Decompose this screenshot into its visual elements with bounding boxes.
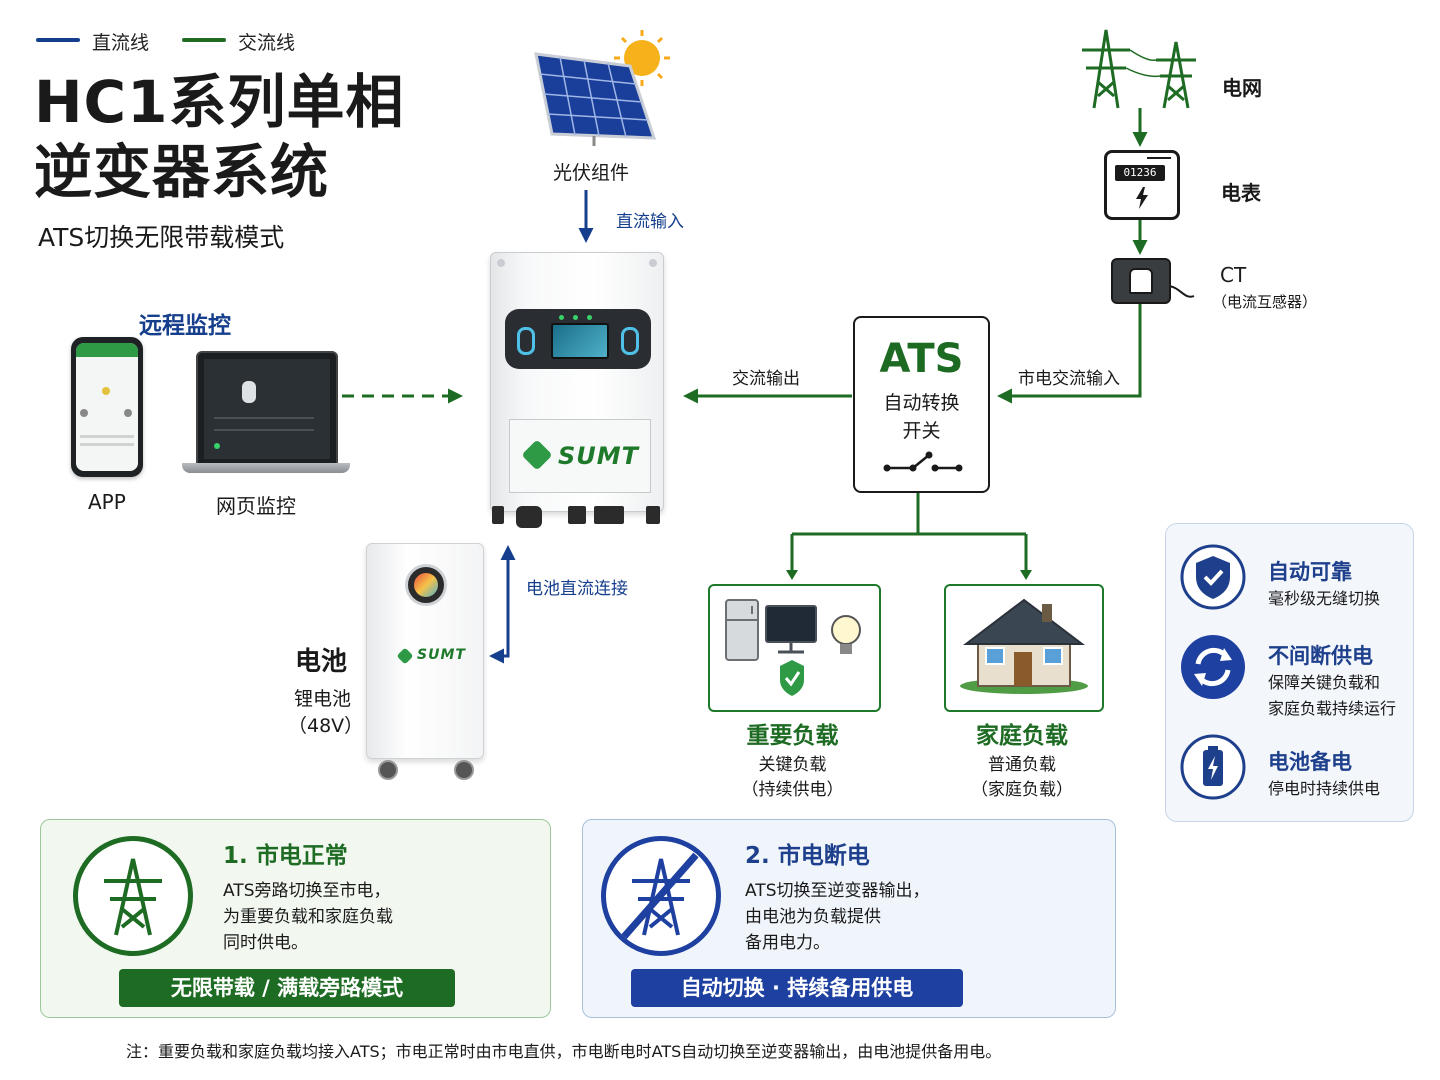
dc-legend-line xyxy=(36,38,80,42)
solar-panel-icon xyxy=(530,26,676,148)
critical-load-box xyxy=(708,584,881,712)
battery-bolt-icon xyxy=(1180,734,1246,800)
ats-title: ATS xyxy=(855,336,988,382)
appliances-icon xyxy=(710,586,879,710)
household-load-title: 家庭负载 xyxy=(944,716,1100,750)
inverter-screen xyxy=(551,323,609,359)
house-icon xyxy=(946,586,1102,710)
battery-brand: SUMT xyxy=(417,647,466,663)
battery-heading: 电池 xyxy=(295,641,347,678)
battery-link-label: 电池直流连接 xyxy=(526,574,628,599)
feature-desc-1a: 毫秒级无缝切换 xyxy=(1268,586,1380,612)
ats-line1: 自动转换 xyxy=(855,388,988,415)
mode-outage-banner: 自动切换 · 持续备用供电 xyxy=(631,969,963,1007)
ats-switch-box: ATS 自动转换 开关 xyxy=(853,316,990,493)
electric-meter-icon: 01236 xyxy=(1104,150,1180,220)
app-label: APP xyxy=(88,490,126,514)
dc-input-label: 直流输入 xyxy=(616,207,684,232)
household-load-box xyxy=(944,584,1104,712)
ct-sensor-icon xyxy=(1111,258,1171,304)
monitoring-heading: 远程监控 xyxy=(139,306,231,340)
battery-dc-line xyxy=(492,548,508,656)
mode-outage-line1: ATS切换至逆变器输出， xyxy=(745,878,930,904)
phone-icon xyxy=(71,337,143,477)
critical-load-title: 重要负载 xyxy=(708,716,877,750)
ac-legend-label: 交流线 xyxy=(238,28,295,55)
battery-display xyxy=(405,564,447,606)
ats-to-loads-line xyxy=(792,490,1026,576)
battery-voltage: （48V） xyxy=(288,711,363,738)
critical-load-line1: 关键负载 xyxy=(708,750,877,775)
features-panel: 自动可靠 毫秒级无缝切换 不间断供电 保障关键负载和 家庭负载持续运行 电池备电… xyxy=(1165,523,1414,822)
shield-check-icon xyxy=(1180,544,1246,610)
mode-normal-line2: 为重要负载和家庭负载 xyxy=(223,904,393,930)
feature-desc-2a: 保障关键负载和 xyxy=(1268,670,1380,696)
laptop-base xyxy=(182,463,350,473)
page-subtitle: ATS切换无限带载模式 xyxy=(38,218,284,254)
ct-sub-label: （电流互感器） xyxy=(1212,291,1317,312)
feature-desc-2b: 家庭负载持续运行 xyxy=(1268,696,1396,722)
ac-legend-line xyxy=(182,38,226,42)
feature-desc-3a: 停电时持续供电 xyxy=(1268,776,1380,802)
grid-label: 电网 xyxy=(1222,72,1262,101)
mode-outage-line2: 由电池为负载提供 xyxy=(745,904,881,930)
grid-off-icon xyxy=(601,836,721,956)
inverter-display-panel xyxy=(505,309,651,369)
inverter-brand-plate: SUMT xyxy=(509,419,651,493)
grid-ac-input-label: 市电交流输入 xyxy=(1018,364,1120,389)
meter-reading: 01236 xyxy=(1115,165,1165,181)
household-load-line1: 普通负载 xyxy=(944,750,1100,775)
feature-title-3: 电池备电 xyxy=(1268,746,1352,776)
mode-normal-card: 1. 市电正常 ATS旁路切换至市电， 为重要负载和家庭负载 同时供电。 无限带… xyxy=(40,819,551,1018)
ats-line2: 开关 xyxy=(855,416,988,443)
power-tower-icon xyxy=(1080,20,1202,110)
mode-normal-title: 1. 市电正常 xyxy=(223,836,348,870)
inverter-brand: SUMT xyxy=(558,442,639,470)
feature-title-2: 不间断供电 xyxy=(1268,640,1373,670)
household-load-line2: （家庭负载） xyxy=(944,775,1100,800)
meter-label: 电表 xyxy=(1221,177,1261,206)
inverter-unit: SUMT xyxy=(490,252,664,512)
battery-type: 锂电池 xyxy=(294,684,351,711)
feature-title-1: 自动可靠 xyxy=(1268,556,1352,586)
ac-output-label: 交流输出 xyxy=(732,364,800,389)
solar-label: 光伏组件 xyxy=(553,158,629,185)
mode-outage-title: 2. 市电断电 xyxy=(745,836,870,870)
page-title-line1: HC1系列单相 xyxy=(34,70,404,134)
mode-normal-line1: ATS旁路切换至市电， xyxy=(223,878,391,904)
ct-label: CT xyxy=(1220,263,1246,287)
mode-normal-line3: 同时供电。 xyxy=(223,930,308,956)
web-monitoring-label: 网页监控 xyxy=(216,490,296,519)
switch-icon xyxy=(883,450,963,474)
laptop-icon xyxy=(196,351,338,467)
mode-normal-banner: 无限带载 / 满载旁路模式 xyxy=(119,969,455,1007)
battery-unit: SUMT xyxy=(366,543,484,759)
grid-tower-icon xyxy=(73,836,193,956)
mode-outage-line3: 备用电力。 xyxy=(745,930,830,956)
cycle-icon xyxy=(1180,634,1246,700)
footnote: 注：重要负载和家庭负载均接入ATS；市电正常时由市电直供，市电断电时ATS自动切… xyxy=(126,1038,1001,1062)
mode-outage-card: 2. 市电断电 ATS切换至逆变器输出， 由电池为负载提供 备用电力。 自动切换… xyxy=(582,819,1116,1018)
dc-legend-label: 直流线 xyxy=(92,28,149,55)
critical-load-line2: （持续供电） xyxy=(708,775,877,800)
page-title-line2: 逆变器系统 xyxy=(34,140,329,204)
